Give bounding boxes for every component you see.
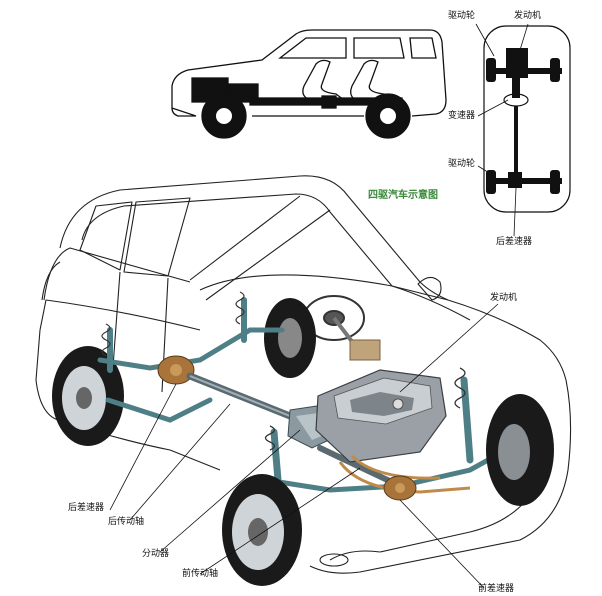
top-view-front-left-wheel [486,58,496,82]
rear-differential-housing [157,355,195,385]
front-driveshaft-shape [317,445,403,489]
top-view-front-right-wheel [550,58,560,82]
label-rear-driveshaft: 后传动轴 [108,517,145,527]
top-view-rear-left-wheel [486,170,496,194]
vehicle-body-outline [35,175,572,574]
label-front-differential: 前差速器 [478,584,515,594]
top-view-rear-differential [508,172,522,188]
front-far-wheel [486,394,554,506]
label-schematic-drive-wheel-rear: 驱动轮 [448,159,476,169]
front-differential-housing [383,475,417,501]
rear-far-wheel [264,298,316,378]
top-view-schematic [475,23,571,237]
label-rear-differential: 后差速器 [68,503,105,513]
front-near-wheel [222,474,302,586]
label-schematic-drive-wheel-front: 驱动轮 [448,11,476,21]
diagram-title: 四驱汽车示意图 [368,190,438,201]
engine-shape [315,369,447,463]
top-view-rear-right-wheel [550,170,560,194]
label-front-driveshaft: 前传动轴 [182,569,219,579]
rear-driveshaft-shape [186,372,304,424]
side-view-body [171,29,447,117]
label-schematic-transmission: 变速器 [448,111,476,121]
side-view-schematic [171,29,447,139]
steering-assembly [303,295,381,361]
rear-near-wheel [52,346,124,446]
label-transfer-case: 分动器 [142,549,170,559]
leader-lines [109,303,499,589]
label-schematic-rear-differential: 后差速器 [496,237,533,247]
label-schematic-engine: 发动机 [514,11,542,21]
label-engine: 发动机 [490,293,518,303]
rear-suspension [97,297,285,423]
